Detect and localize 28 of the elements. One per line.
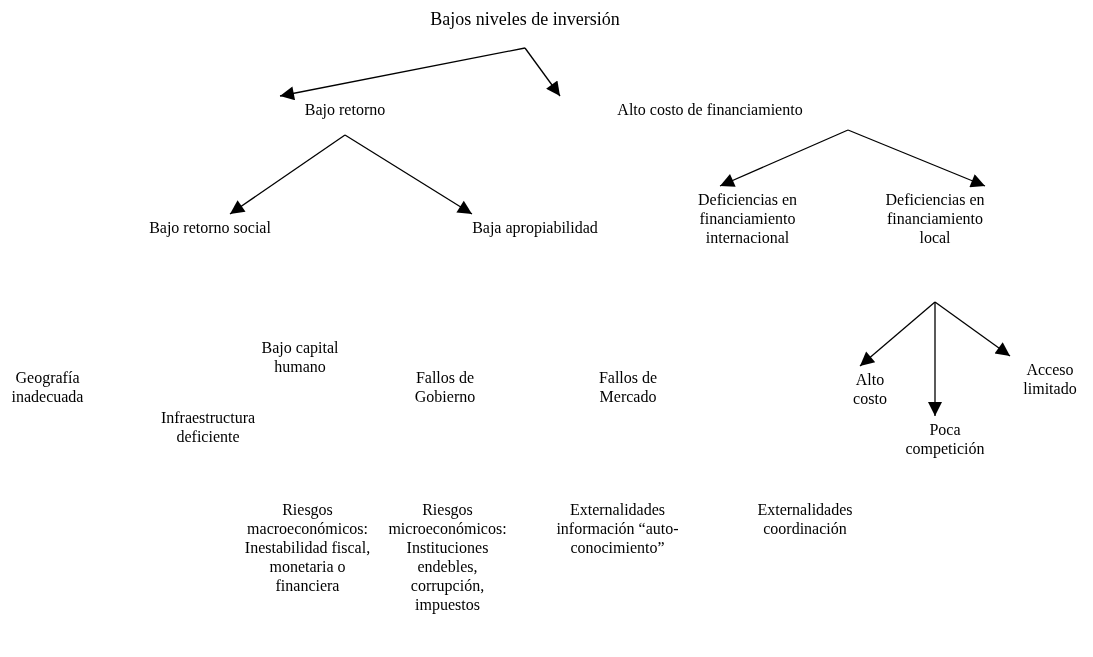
node-label: Geografía inadecuada bbox=[10, 368, 85, 406]
arrow bbox=[928, 301, 942, 417]
node-label: Fallos de Mercado bbox=[597, 368, 659, 406]
arrow bbox=[229, 134, 346, 215]
node-label: Deficiencias en financiamiento internacional bbox=[696, 190, 799, 247]
node-label: Alto costo de financiamiento bbox=[616, 100, 804, 119]
node-label: Poca competición bbox=[904, 420, 986, 458]
arrow bbox=[719, 129, 849, 187]
arrow bbox=[859, 301, 936, 367]
arrow bbox=[934, 301, 1011, 357]
node-label: Baja apropiabilidad bbox=[471, 218, 599, 237]
arrow bbox=[279, 47, 526, 101]
node-label: Bajo retorno social bbox=[148, 218, 272, 237]
arrow bbox=[847, 129, 986, 188]
node-label: Deficiencias en financiamiento local bbox=[884, 190, 986, 247]
node-label: Riesgos macroeconómicos: Inestabilidad fiscal, monetaria o financiera bbox=[243, 500, 372, 595]
node-label: Bajo capital humano bbox=[260, 338, 340, 376]
node-label: Bajos niveles de inversión bbox=[429, 10, 621, 29]
node-label: Bajo retorno bbox=[303, 100, 387, 119]
node-label: Externalidades coordinación bbox=[756, 500, 854, 538]
arrow bbox=[524, 47, 561, 97]
node-label: Alto costo bbox=[852, 370, 888, 408]
node-label: Acceso limitado bbox=[1022, 360, 1078, 398]
node-label: Externalidades información “auto-conocimiento” bbox=[555, 500, 680, 557]
node-label: Fallos de Gobierno bbox=[413, 368, 477, 406]
node-label: Riesgos microeconómicos: Instituciones endebles, corrupción, impuestos bbox=[387, 500, 508, 614]
node-label: Infraestructura deficiente bbox=[159, 408, 257, 446]
arrow bbox=[344, 134, 473, 215]
